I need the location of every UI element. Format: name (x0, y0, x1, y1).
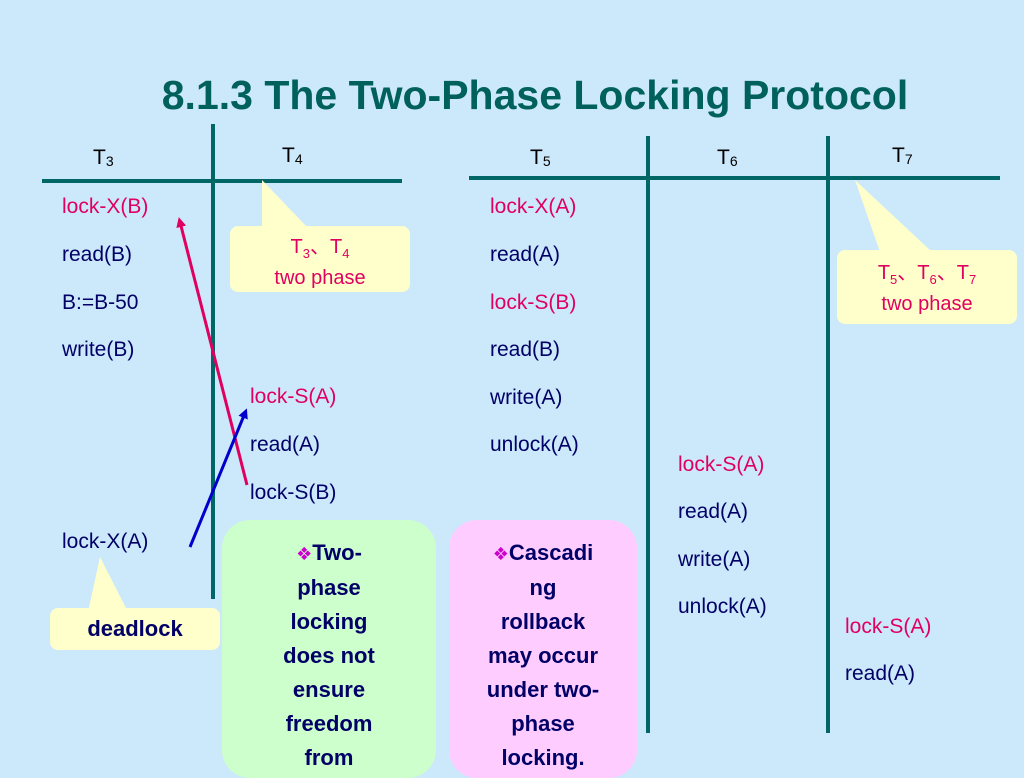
t5-op-read-a: read(A) (490, 243, 561, 266)
deadlock-callout: deadlock (50, 608, 220, 650)
t3t4-callout-pointer (262, 180, 308, 228)
left-column-divider (211, 124, 215, 599)
diamond-bullet-icon: ❖ (296, 544, 313, 564)
note-green-line5: ensure (292, 677, 366, 702)
note-green-line6: freedom (285, 711, 373, 736)
callout-t5-t6-t7-two-phase: T5、T6、T7 two phase (837, 250, 1017, 324)
t3-op-compute: B:=B-50 (62, 291, 139, 314)
note-pink-line2: ng (529, 575, 557, 600)
t7-op-read-a: read(A) (845, 662, 916, 685)
t6-op-read-a: read(A) (678, 500, 749, 523)
note-green-line1: ❖Two- (296, 540, 362, 565)
deadlock-callout-pointer (88, 557, 128, 612)
diamond-bullet-icon: ❖ (492, 544, 509, 564)
t3-op-write-b: write(B) (62, 338, 135, 361)
note-cascading-rollback: ❖Cascadi ng rollback may occur under two… (449, 520, 637, 778)
note-two-phase-no-deadlock-freedom: ❖Two- phase locking does not ensure free… (222, 520, 436, 778)
note-pink-line4: may occur (487, 643, 599, 668)
note-pink-line3: rollback (500, 609, 586, 634)
header-t4: T4 (282, 144, 303, 167)
note-pink-line6: phase (511, 711, 575, 736)
callout-t5-t6-t7-line1: T5、T6、T7 (877, 262, 977, 287)
note-green-line2: phase (297, 575, 361, 600)
note-green-line3: locking (290, 609, 368, 634)
t5-op-unlock-a: unlock(A) (490, 433, 579, 456)
callout-t3-t4-line2: two phase (274, 267, 366, 289)
callout-t3-t4-two-phase: T3、T4 two phase (230, 226, 410, 292)
t5-t6-divider (646, 136, 650, 733)
note-green-line7: from (304, 745, 354, 770)
header-t7: T7 (892, 144, 913, 167)
note-pink-line7: locking. (501, 745, 585, 770)
t5t6t7-callout-pointer (855, 180, 932, 252)
header-t3: T3 (93, 146, 114, 169)
t5-op-write-a: write(A) (490, 386, 563, 409)
t4-op-lock-s-a: lock-S(A) (250, 385, 337, 408)
note-pink-line1: ❖Cascadi (492, 540, 594, 565)
right-header-underline (469, 176, 1000, 180)
t4-op-lock-s-b: lock-S(B) (250, 481, 337, 504)
t5-op-read-b: read(B) (490, 338, 561, 361)
left-header-underline (42, 179, 402, 183)
callout-t5-t6-t7-line2: two phase (881, 293, 973, 315)
callout-t3-t4-line1: T3、T4 (290, 236, 350, 261)
t4-op-read-a: read(A) (250, 433, 321, 456)
t5-op-lock-x-a: lock-X(A) (490, 195, 577, 218)
t6-op-unlock-a: unlock(A) (678, 595, 767, 618)
note-pink-line5: under two- (486, 677, 600, 702)
t6-t7-divider (826, 136, 830, 733)
header-t5: T5 (530, 146, 551, 169)
header-t6: T6 (717, 146, 738, 169)
deadlock-arrow-red (176, 217, 249, 486)
deadlock-arrow-blue (188, 408, 248, 548)
note-green-line4: does not (283, 643, 375, 668)
t3-op-lock-x-a: lock-X(A) (62, 530, 149, 553)
t3-op-read-b: read(B) (62, 243, 133, 266)
page-title: 8.1.3 The Two-Phase Locking Protocol (161, 72, 909, 118)
t5-op-lock-s-b: lock-S(B) (490, 291, 577, 314)
t6-op-write-a: write(A) (678, 548, 751, 571)
t7-op-lock-s-a: lock-S(A) (845, 615, 932, 638)
t3-op-lock-x-b: lock-X(B) (62, 195, 149, 218)
t6-op-lock-s-a: lock-S(A) (678, 453, 765, 476)
